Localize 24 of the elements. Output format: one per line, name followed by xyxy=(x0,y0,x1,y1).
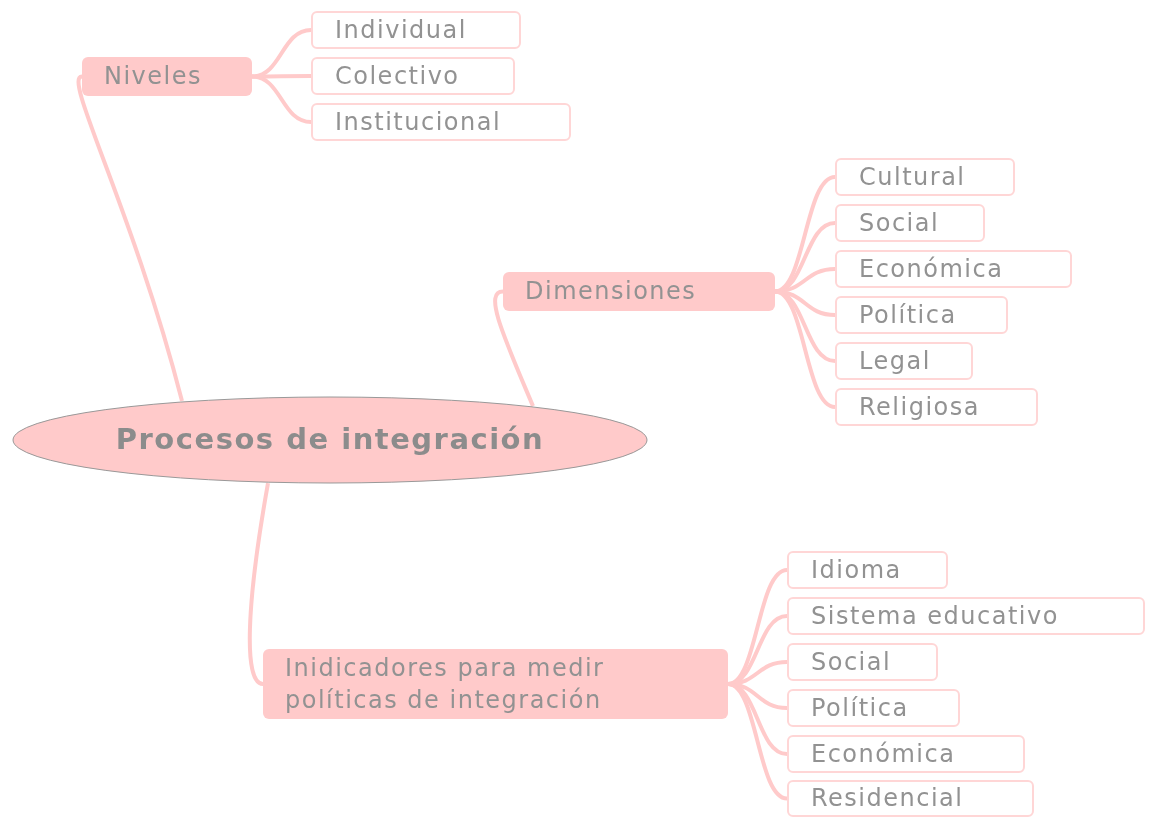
subtopic-box: Sistema educativo xyxy=(787,597,1145,635)
branch-topic-box: Inidicadores para medir políticas de integración xyxy=(263,649,728,719)
subtopic-box: Social xyxy=(787,643,938,681)
connector-line xyxy=(251,74,312,124)
connector-line xyxy=(252,74,311,79)
branch-topic-box: Niveles xyxy=(82,57,252,96)
connector-line xyxy=(247,482,270,686)
subtopic-box: Política xyxy=(835,296,1008,334)
subtopic-box: Legal xyxy=(835,342,973,380)
subtopic-box: Residencial xyxy=(787,780,1034,817)
subtopic-box: Colectivo xyxy=(311,57,515,95)
connector-line xyxy=(76,74,184,402)
subtopic-box: Institucional xyxy=(311,103,571,141)
subtopic-box: Cultural xyxy=(835,158,1015,196)
central-topic-text: Procesos de integración xyxy=(115,421,545,459)
subtopic-box: Religiosa xyxy=(835,388,1038,426)
connector-line xyxy=(493,289,535,407)
subtopic-box: Política xyxy=(787,689,960,727)
subtopic-box: Individual xyxy=(311,11,521,49)
branch-topic-box: Dimensiones xyxy=(503,272,775,311)
subtopic-box: Idioma xyxy=(787,551,948,589)
subtopic-box: Social xyxy=(835,204,985,242)
subtopic-box: Económica xyxy=(835,250,1072,288)
subtopic-box: Económica xyxy=(787,735,1025,773)
